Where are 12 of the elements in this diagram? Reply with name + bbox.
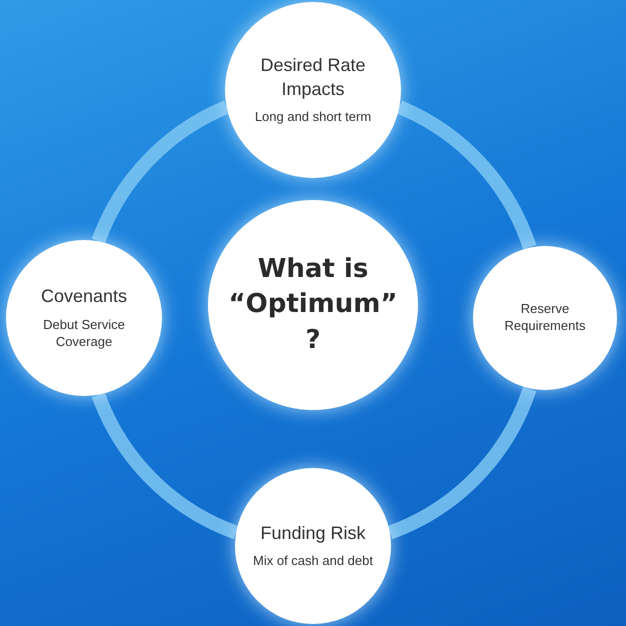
topic-description: Long and short term [254,108,372,126]
topic-description: Mix of cash and debt [253,553,373,570]
topic-heading: Funding Risk [260,522,366,545]
ring-connector [396,100,536,250]
central-question: What is “Optimum” ? [228,253,398,357]
topic-heading: Desired Rate Impacts [259,54,367,101]
topic-description: Debut Service Coverage [42,316,126,351]
ring-connector [92,100,230,244]
topic-description: Reserve Requirements [504,301,586,335]
ring-connector [387,386,536,540]
ring-connector [92,392,239,540]
topic-heading: Covenants [40,285,128,308]
